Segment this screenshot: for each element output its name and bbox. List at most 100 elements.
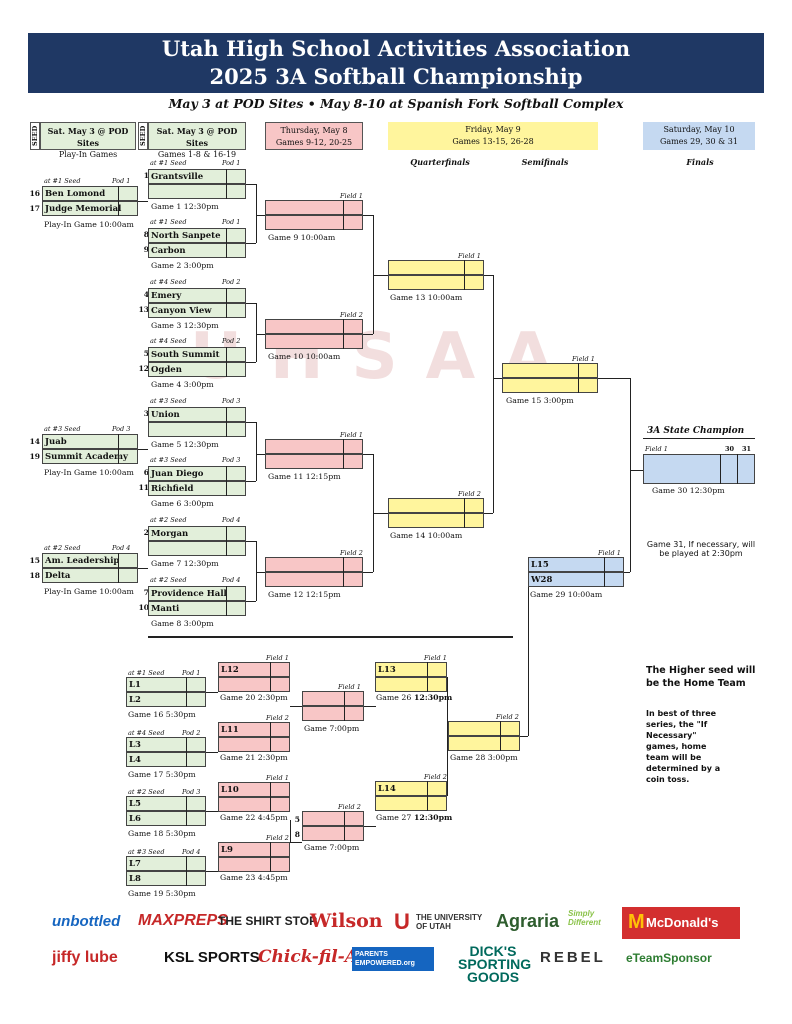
- bracket-line: [373, 215, 374, 334]
- bracket-line: [256, 541, 257, 601]
- sponsor-wilson-logo: Wilson: [310, 910, 383, 932]
- round1-caption: Game 2 3:00pm: [151, 261, 214, 270]
- playin-game-2-bottom: Summit Academy: [42, 449, 138, 464]
- game-7-score-divider: [226, 526, 227, 556]
- bracket-line: [363, 454, 373, 455]
- g28-caption: Game 28 3:00pm: [450, 753, 518, 762]
- game-14-score-divider: [464, 498, 465, 528]
- game-19-bottom: L8: [126, 871, 206, 886]
- champion-game30-label: 30: [725, 445, 735, 453]
- playin-seedline: at #1 Seed: [44, 177, 81, 185]
- game-26-score-divider: [427, 662, 428, 692]
- game-8-score-divider: [226, 586, 227, 616]
- cons-caption: Game 17 5:30pm: [128, 770, 196, 779]
- game-27-top: L14: [375, 781, 447, 796]
- game-22-bottom: [218, 797, 290, 812]
- cons2-field: Field 2: [266, 834, 289, 842]
- game-29-score-divider: [604, 557, 605, 587]
- qf-field: Field 2: [340, 311, 363, 319]
- round1-pod: Pod 3: [222, 397, 241, 405]
- game-21-bottom: [218, 737, 290, 752]
- g26-field: Field 1: [424, 654, 447, 662]
- playin-game-3-score-divider: [118, 553, 119, 583]
- bracket-line: [520, 736, 528, 737]
- bracket-line: [630, 470, 631, 572]
- game-8-top: Providence Hall: [148, 586, 246, 601]
- playin-seedline: at #2 Seed: [44, 544, 81, 552]
- sponsor-rebel-logo: REBEL: [540, 949, 606, 966]
- game-9-top: [265, 200, 363, 215]
- bracket-line: [246, 362, 256, 363]
- game-4-bottom: Ogden: [148, 362, 246, 377]
- bracket-line: [246, 422, 256, 423]
- game-10-score-divider: [343, 319, 344, 349]
- cons2-caption: Game 22 4:45pm: [220, 813, 288, 822]
- cons2-field: Field 1: [266, 654, 289, 662]
- sf-field: Field 2: [458, 490, 481, 498]
- game-27-bottom: [375, 796, 447, 811]
- game-23-bottom: [218, 857, 290, 872]
- game-28-score-divider: [500, 721, 501, 751]
- sponsor-eteamsponsor-logo: eTeamSponsor: [626, 951, 712, 965]
- game-4-score-divider: [226, 347, 227, 377]
- bracket-line: [598, 378, 630, 379]
- bracket-line: [290, 706, 302, 707]
- bracket-line: [246, 601, 256, 602]
- round-semifinals: Semifinals: [521, 157, 569, 167]
- round1-seed: 1: [143, 171, 149, 180]
- game-23-top: L9: [218, 842, 290, 857]
- bracket-line: [624, 572, 630, 573]
- game-16-bottom: L2: [126, 692, 206, 707]
- round1-caption: Game 6 3:00pm: [151, 499, 214, 508]
- playin-seed: 15: [29, 556, 40, 565]
- playin-pod: Pod 4: [112, 544, 131, 552]
- playin-seed: 16: [29, 189, 40, 198]
- bracket-line: [206, 752, 218, 753]
- champion-split1: [720, 454, 721, 484]
- game-16-top: L1: [126, 677, 206, 692]
- sponsor-logos: unbottled MAXPREPS THE SHIRT STOP Wilson…: [40, 905, 760, 995]
- g25-num: 8: [294, 830, 300, 839]
- sf-caption: Game 14 10:00am: [390, 531, 463, 540]
- game-6-bottom: Richfield: [148, 481, 246, 496]
- cons-seedline: at #1 Seed: [128, 669, 165, 677]
- game-12-score-divider: [343, 557, 344, 587]
- cons2-field: Field 1: [266, 774, 289, 782]
- game-10-top: [265, 319, 363, 334]
- round1-caption: Game 8 3:00pm: [151, 619, 214, 628]
- bracket-line: [363, 334, 373, 335]
- game-17-bottom: L4: [126, 752, 206, 767]
- round1-caption: Game 4 3:00pm: [151, 380, 214, 389]
- round1-caption: Game 7 12:30pm: [151, 559, 219, 568]
- game-25-bottom: [302, 826, 364, 841]
- game-25-score-divider: [344, 811, 345, 841]
- game-27-score-divider: [427, 781, 428, 811]
- bracket-line: [246, 243, 256, 244]
- game-21-score-divider: [270, 722, 271, 752]
- cons-caption: Game 19 5:30pm: [128, 889, 196, 898]
- game-14-top: [388, 498, 484, 513]
- uhsaa-watermark: UHSAA: [190, 320, 581, 394]
- game-13-top: [388, 260, 484, 275]
- game-12-top: [265, 557, 363, 572]
- game30-caption: Game 30 12:30pm: [652, 486, 725, 495]
- qf-field: Field 2: [340, 549, 363, 557]
- game-18-bottom: L6: [126, 811, 206, 826]
- game-16-score-divider: [186, 677, 187, 707]
- round-finals: Finals: [686, 157, 714, 167]
- g29-caption: Game 29 10:00am: [530, 590, 603, 599]
- g27-time: 12:30pm: [414, 813, 453, 822]
- title-banner: Utah High School Activities Association …: [28, 33, 764, 93]
- champion-field: Field 1: [645, 445, 668, 453]
- sponsor-agraria-logo: Agraria: [496, 911, 560, 931]
- game-9-score-divider: [343, 200, 344, 230]
- round1-seedline: at #2 Seed: [150, 576, 187, 584]
- title-line1: Utah High School Activities Association: [161, 36, 631, 61]
- qf-caption: Game 10 10:00am: [268, 352, 341, 361]
- subtitle: May 3 at POD Sites • May 8-10 at Spanish…: [168, 96, 624, 111]
- bracket-line: [364, 706, 376, 707]
- round1-seedline: at #1 Seed: [150, 159, 187, 167]
- round1-pod: Pod 1: [222, 218, 241, 226]
- golden-arches-icon: M: [628, 911, 645, 933]
- round1-caption: Game 5 12:30pm: [151, 440, 219, 449]
